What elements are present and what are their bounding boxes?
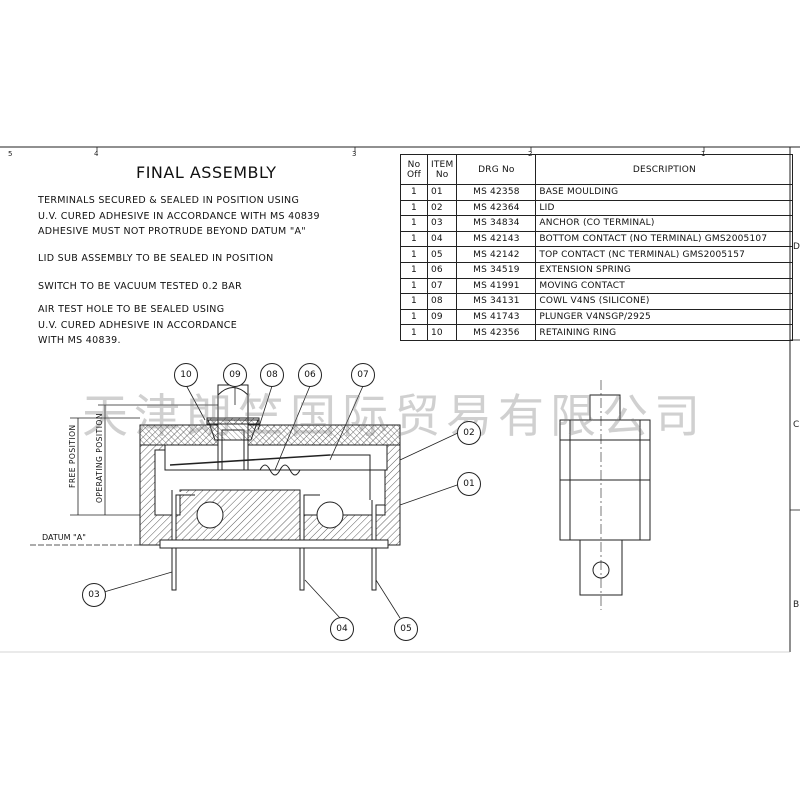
bom-no-off: 1 [400, 261, 428, 279]
bom-desc: COWL V4NS (SILICONE) [535, 293, 794, 310]
bom-drg: MS 42358 [456, 184, 537, 201]
bom-item: 02 [426, 199, 458, 217]
bom-header-description: DESCRIPTION [535, 154, 794, 185]
zone-marker-5: 5 [8, 150, 13, 158]
bom-item: 01 [426, 184, 458, 201]
free-position-label: FREE POSITION [68, 424, 77, 488]
bom-item: 06 [426, 261, 458, 279]
bom-drg: MS 34519 [456, 261, 537, 279]
bom-item: 08 [426, 293, 458, 310]
bom-desc: BOTTOM CONTACT (NO TERMINAL) GMS2005107 [535, 230, 794, 248]
side-view [559, 380, 651, 610]
bom-no-off: 1 [400, 184, 428, 201]
balloon-08: 08 [260, 363, 284, 387]
note-terminals: TERMINALS SECURED & SEALED IN POSITION U… [38, 195, 320, 237]
bom-item: 03 [426, 215, 458, 232]
bom-header-row: No Off ITEM No DRG No DESCRIPTION [400, 154, 794, 185]
operating-position-label: OPERATING POSITION [95, 413, 104, 503]
bom-no-off: 1 [400, 199, 428, 217]
bom-header-drg-no: DRG No [456, 154, 537, 185]
bom-header-no-off: No Off [400, 154, 428, 185]
zone-marker-3: 3 [352, 150, 357, 158]
note-vacuum: SWITCH TO BE VACUUM TESTED 0.2 BAR [38, 281, 243, 292]
bom-desc: RETAINING RING [535, 324, 794, 341]
bom-desc: PLUNGER V4NSGP/2925 [535, 308, 794, 326]
bom-no-off: 1 [400, 324, 428, 341]
watermark: 天津朗竺国际贸易有限公司 [82, 389, 706, 443]
drawing-title: FINAL ASSEMBLY [136, 163, 277, 182]
bom-drg: MS 41743 [456, 308, 537, 326]
bom-desc: ANCHOR (CO TERMINAL) [535, 215, 794, 232]
balloon-03: 03 [82, 583, 106, 607]
bom-item: 07 [426, 277, 458, 295]
bom-desc: LID [535, 199, 794, 217]
bom-no-off: 1 [400, 277, 428, 295]
balloon-02: 02 [457, 421, 481, 445]
balloon-07: 07 [351, 363, 375, 387]
edge-marker-d: D [793, 242, 800, 252]
bom-drg: MS 34834 [456, 215, 537, 232]
bom-drg: MS 34131 [456, 293, 537, 310]
bom-drg: MS 42143 [456, 230, 537, 248]
balloon-04: 04 [330, 617, 354, 641]
balloon-09: 09 [223, 363, 247, 387]
note-lid: LID SUB ASSEMBLY TO BE SEALED IN POSITIO… [38, 253, 274, 264]
bom-desc: BASE MOULDING [535, 184, 794, 201]
bom-no-off: 1 [400, 308, 428, 326]
edge-marker-c: C [793, 420, 800, 430]
balloon-06: 06 [298, 363, 322, 387]
bom-drg: MS 42142 [456, 246, 537, 263]
bom-no-off: 1 [400, 230, 428, 248]
bom-drg: MS 41991 [456, 277, 537, 295]
bom-desc: TOP CONTACT (NC TERMINAL) GMS2005157 [535, 246, 794, 263]
bom-drg: MS 42364 [456, 199, 537, 217]
edge-marker-b: B [793, 600, 800, 610]
bom-item: 09 [426, 308, 458, 326]
datum-label: DATUM "A" [42, 533, 86, 542]
note-air-test: AIR TEST HOLE TO BE SEALED USING U.V. CU… [38, 304, 238, 346]
zone-marker-4: 4 [94, 150, 99, 158]
bom-no-off: 1 [400, 293, 428, 310]
bom-desc: EXTENSION SPRING [535, 261, 794, 279]
bom-item: 04 [426, 230, 458, 248]
balloon-05: 05 [394, 617, 418, 641]
bom-drg: MS 42356 [456, 324, 537, 341]
balloon-10: 10 [174, 363, 198, 387]
balloon-01: 01 [457, 472, 481, 496]
bom-item: 05 [426, 246, 458, 263]
bom-desc: MOVING CONTACT [535, 277, 794, 295]
bom-no-off: 1 [400, 246, 428, 263]
section-view [139, 384, 401, 591]
bom-no-off: 1 [400, 215, 428, 232]
bom-item: 10 [426, 324, 458, 341]
bom-header-item-no: ITEM No [426, 154, 458, 185]
